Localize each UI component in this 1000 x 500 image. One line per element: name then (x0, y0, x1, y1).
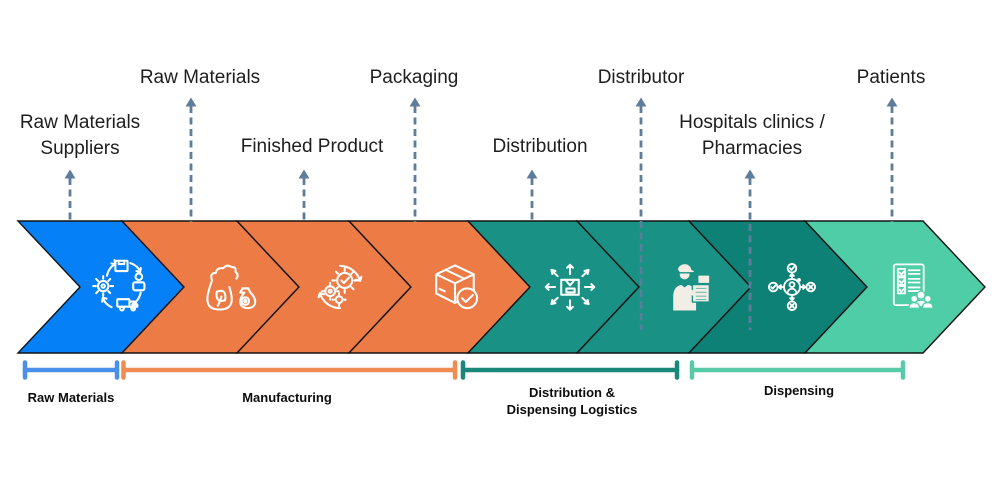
bracket-label-distribution-logistics: Distribution & Dispensing Logistics (506, 385, 638, 417)
bracket-manufacturing (121, 360, 458, 380)
bracket-dispensing (689, 360, 906, 380)
bracket-label-dispensing: Dispensing (763, 383, 835, 398)
dashed-arrow-hospitals-pharmacies (744, 169, 756, 330)
bracket-raw-materials (22, 360, 120, 380)
dashed-arrow-raw-materials-suppliers (64, 169, 76, 222)
bracket-label-manufacturing: Manufacturing (242, 390, 332, 405)
callout-raw-materials: Raw Materials (139, 67, 261, 88)
callout-distribution: Distribution (492, 136, 588, 157)
callout-hospitals-pharmacies: Hospitals clinics / Pharmacies (679, 112, 825, 159)
bracket-distribution-logistics (460, 360, 680, 380)
bracket-label-raw-materials: Raw Materials (27, 390, 115, 405)
dashed-arrow-finished-product (298, 169, 310, 222)
callout-finished-product: Finished Product (240, 136, 384, 157)
dashed-arrow-packaging (409, 97, 421, 222)
dashed-arrow-distributor (635, 97, 647, 330)
callout-packaging: Packaging (369, 67, 459, 88)
callout-distributor: Distributor (597, 67, 685, 88)
dashed-arrow-patients (886, 97, 898, 222)
dashed-arrow-distribution (526, 169, 538, 222)
callout-raw-materials-suppliers: Raw Materials Suppliers (19, 112, 141, 159)
callout-patients: Patients (856, 67, 926, 88)
dashed-arrow-raw-materials (185, 97, 197, 222)
chevron-patients-dispensing (803, 220, 986, 354)
